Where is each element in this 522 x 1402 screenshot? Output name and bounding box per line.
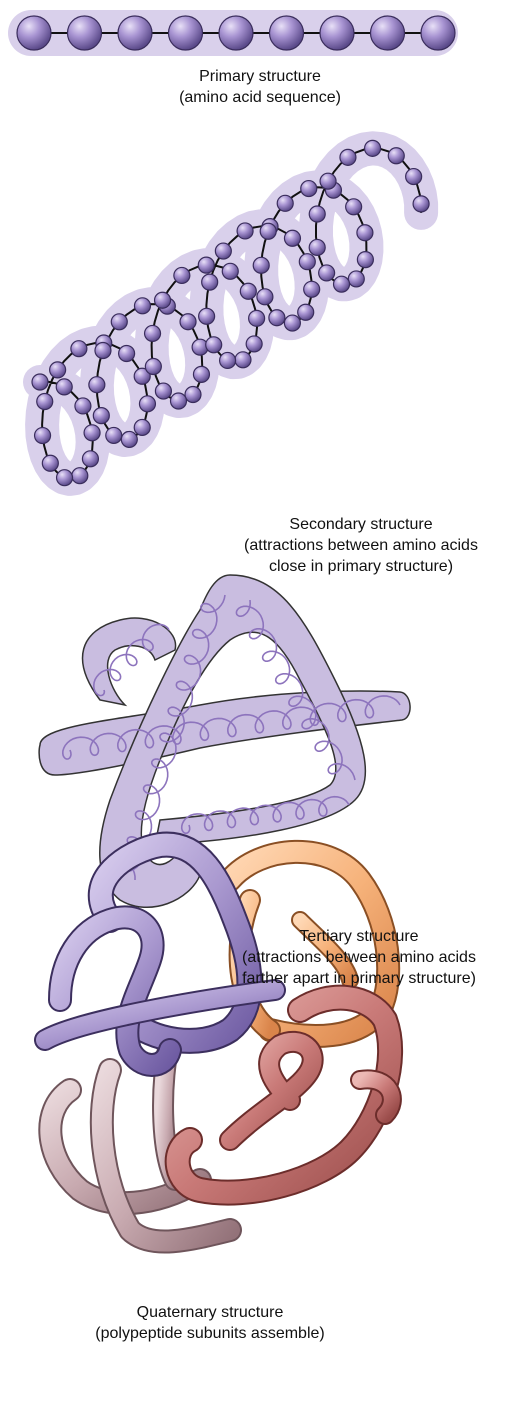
helix-bead <box>406 169 422 185</box>
helix-bead <box>145 359 161 375</box>
helix-bead <box>237 223 253 239</box>
helix-bead <box>346 199 362 215</box>
helix-bead <box>222 263 238 279</box>
helix-bead <box>299 254 315 270</box>
helix-bead <box>155 292 171 308</box>
tertiary-caption: Tertiary structure (attractions between … <box>200 926 518 989</box>
helix-bead <box>198 257 214 273</box>
helix-bead <box>249 310 265 326</box>
helix-bead <box>106 427 122 443</box>
tertiary-detail-line2: farther apart in primary structure) <box>200 968 518 989</box>
helix-bead <box>174 267 190 283</box>
primary-caption: Primary structure (amino acid sequence) <box>110 66 410 108</box>
quaternary-title: Quaternary structure <box>40 1302 380 1323</box>
helix-bead <box>75 398 91 414</box>
helix-bead <box>193 366 209 382</box>
helix-bead <box>246 336 262 352</box>
helix-bead <box>199 308 215 324</box>
helix-bead <box>35 428 51 444</box>
tertiary-title: Tertiary structure <box>200 926 518 947</box>
helix-bead <box>180 314 196 330</box>
helix-bead <box>89 377 105 393</box>
helix-bead <box>320 173 336 189</box>
helix-bead <box>260 223 276 239</box>
helix-bead <box>388 148 404 164</box>
helix-bead <box>301 181 317 197</box>
helix-bead <box>257 289 273 305</box>
helix-bead <box>206 337 222 353</box>
secondary-caption: Secondary structure (attractions between… <box>206 514 516 577</box>
helix-bead <box>269 310 285 326</box>
helix-bead <box>71 341 87 357</box>
helix-bead <box>365 140 381 156</box>
helix-bead <box>253 257 269 273</box>
amino-acid-bead <box>371 16 405 50</box>
helix-bead <box>139 396 155 412</box>
helix-bead <box>170 393 186 409</box>
tertiary-detail-line1: (attractions between amino acids <box>200 947 518 968</box>
primary-structure-chain <box>8 10 458 56</box>
helix-bead <box>82 451 98 467</box>
helix-bead <box>309 239 325 255</box>
helix-bead <box>93 408 109 424</box>
amino-acid-bead <box>421 16 455 50</box>
helix-bead <box>298 304 314 320</box>
helix-bead <box>84 425 100 441</box>
helix-bead <box>72 468 88 484</box>
helix-bead <box>155 383 171 399</box>
secondary-title: Secondary structure <box>206 514 516 535</box>
helix-bead <box>57 470 73 486</box>
amino-acid-bead <box>320 16 354 50</box>
helix-bead <box>119 346 135 362</box>
amino-acid-bead <box>17 16 51 50</box>
helix-bead <box>340 149 356 165</box>
helix-bead <box>304 281 320 297</box>
amino-acid-bead <box>169 16 203 50</box>
helix-bead <box>319 265 335 281</box>
helix-bead <box>284 230 300 246</box>
amino-acid-bead <box>118 16 152 50</box>
secondary-structure-helix <box>32 140 429 485</box>
helix-bead <box>145 325 161 341</box>
helix-bead <box>215 243 231 259</box>
helix-bead <box>32 374 48 390</box>
primary-detail: (amino acid sequence) <box>110 87 410 108</box>
helix-bead <box>413 196 429 212</box>
amino-acid-bead <box>219 16 253 50</box>
quaternary-structure-assembly <box>45 845 392 1242</box>
helix-bead <box>348 271 364 287</box>
helix-bead <box>95 343 111 359</box>
tertiary-structure-fold <box>39 575 410 907</box>
helix-bead <box>357 252 373 268</box>
helix-bead <box>235 352 251 368</box>
quaternary-detail: (polypeptide subunits assemble) <box>40 1323 380 1344</box>
helix-bead <box>284 315 300 331</box>
helix-bead <box>134 419 150 435</box>
helix-bead <box>185 387 201 403</box>
helix-bead <box>121 431 137 447</box>
secondary-detail-line1: (attractions between amino acids <box>206 535 516 556</box>
helix-bead <box>240 283 256 299</box>
amino-acid-bead <box>270 16 304 50</box>
helix-bead <box>111 314 127 330</box>
quaternary-caption: Quaternary structure (polypeptide subuni… <box>40 1302 380 1344</box>
helix-bead <box>134 298 150 314</box>
helix-bead <box>50 362 66 378</box>
helix-bead <box>220 352 236 368</box>
helix-bead <box>37 394 53 410</box>
helix-bead <box>334 276 350 292</box>
helix-bead <box>202 274 218 290</box>
helix-bead <box>357 225 373 241</box>
helix-bead <box>277 195 293 211</box>
amino-acid-bead <box>68 16 102 50</box>
primary-title: Primary structure <box>110 66 410 87</box>
helix-bead <box>42 455 58 471</box>
secondary-detail-line2: close in primary structure) <box>206 556 516 577</box>
helix-bead <box>309 206 325 222</box>
helix-bead <box>56 379 72 395</box>
